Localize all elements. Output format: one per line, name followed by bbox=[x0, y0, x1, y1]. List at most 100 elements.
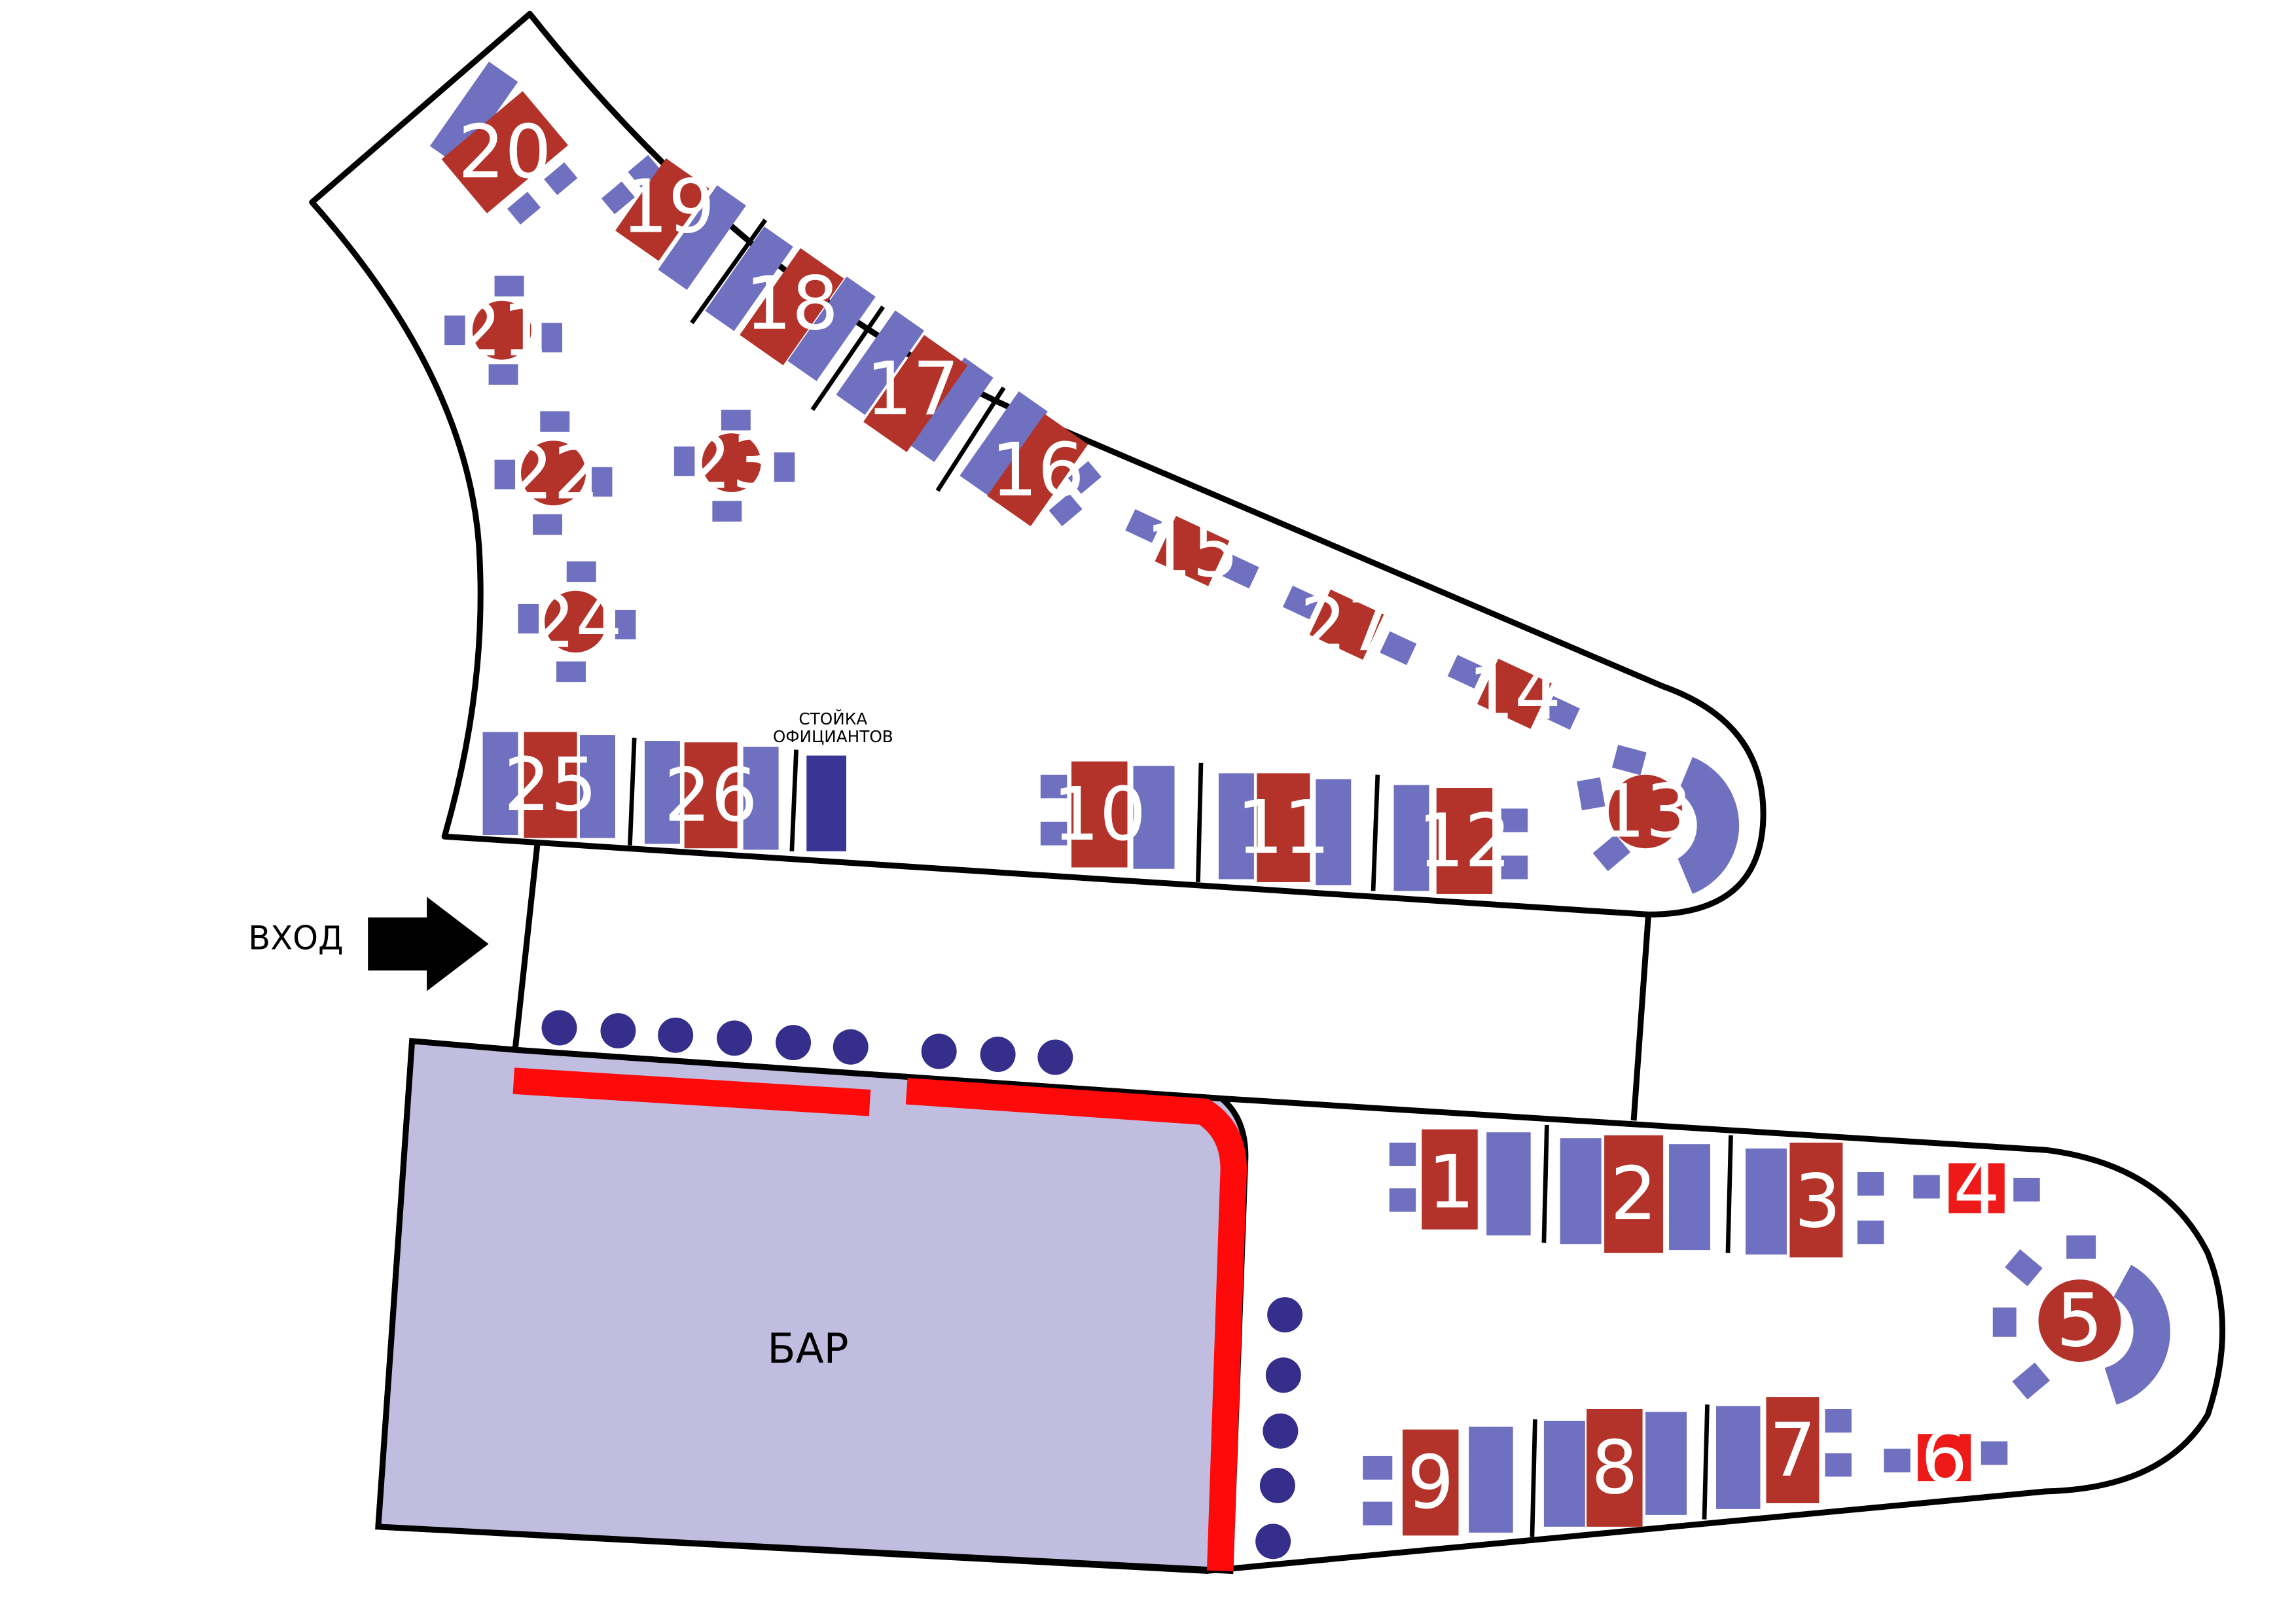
chair bbox=[1592, 834, 1631, 872]
sofa bbox=[836, 310, 924, 416]
sofa bbox=[705, 226, 793, 331]
table-9-top[interactable] bbox=[1403, 1429, 1459, 1536]
table-17-top[interactable] bbox=[863, 334, 968, 452]
bar-stool[interactable] bbox=[1265, 1357, 1301, 1393]
sofa bbox=[1645, 1412, 1687, 1515]
chairs bbox=[444, 154, 2096, 1525]
table-number: 19 bbox=[621, 164, 715, 249]
table-number: 5 bbox=[2056, 1278, 2104, 1364]
chair bbox=[1049, 493, 1083, 527]
table-26-top[interactable] bbox=[684, 742, 738, 849]
table-number: 23 bbox=[685, 420, 778, 506]
sofa bbox=[1218, 773, 1254, 880]
chair bbox=[1125, 508, 1162, 543]
sofa bbox=[1560, 1138, 1602, 1245]
table-11-top[interactable] bbox=[1257, 773, 1310, 882]
table-number: 21 bbox=[455, 287, 548, 373]
table-number: 22 bbox=[507, 430, 600, 516]
bar-stool[interactable] bbox=[1263, 1413, 1299, 1449]
partition-line bbox=[789, 749, 798, 851]
chair bbox=[1363, 1501, 1393, 1525]
entrance-label: ВХОД bbox=[248, 919, 343, 957]
table-5-top[interactable] bbox=[2038, 1279, 2121, 1363]
bar-stool[interactable] bbox=[717, 1020, 753, 1056]
table-16-top[interactable] bbox=[987, 414, 1088, 527]
waiter-station-label: ОФИЦИАНТОВ bbox=[773, 727, 893, 746]
bar-label: БАР bbox=[767, 1325, 848, 1372]
table-7-top[interactable] bbox=[1766, 1397, 1820, 1503]
table-13-top[interactable] bbox=[1608, 774, 1683, 849]
table-19-top[interactable] bbox=[615, 158, 709, 261]
chair bbox=[1913, 1175, 1940, 1199]
table-number: 8 bbox=[1591, 1425, 1638, 1510]
chair bbox=[2066, 1235, 2096, 1259]
bar-stool[interactable] bbox=[1037, 1039, 1073, 1075]
bar-stool[interactable] bbox=[1255, 1524, 1291, 1560]
table-4-top[interactable] bbox=[1948, 1163, 2005, 1213]
chair bbox=[541, 323, 563, 353]
chair bbox=[774, 452, 795, 482]
table-1-top[interactable] bbox=[1422, 1129, 1478, 1230]
bar-stool[interactable] bbox=[833, 1029, 869, 1065]
partitions bbox=[628, 219, 1733, 1537]
table-18-top[interactable] bbox=[740, 248, 844, 366]
table-12-top[interactable] bbox=[1436, 788, 1493, 894]
chair bbox=[1992, 1307, 2017, 1337]
bar-stool[interactable] bbox=[1267, 1297, 1303, 1333]
table-number: 11 bbox=[1236, 785, 1330, 870]
chair bbox=[712, 501, 742, 522]
table-number: 7 bbox=[1769, 1407, 1816, 1493]
partition-line bbox=[1530, 1419, 1537, 1537]
chair bbox=[1389, 1188, 1416, 1212]
bar-area: БАР bbox=[375, 1037, 1249, 1575]
waiter-station-label: СТОЙКА bbox=[798, 709, 867, 728]
table-23-top[interactable] bbox=[702, 433, 761, 493]
table-24-top[interactable] bbox=[545, 590, 607, 653]
table-25-top[interactable] bbox=[524, 732, 577, 838]
table-8-top[interactable] bbox=[1587, 1408, 1643, 1527]
chair bbox=[494, 276, 524, 296]
table-15-top[interactable] bbox=[1155, 516, 1230, 586]
chair bbox=[544, 162, 578, 196]
chair bbox=[507, 191, 541, 225]
table-27-top[interactable] bbox=[1309, 589, 1384, 660]
table-6-top[interactable] bbox=[1918, 1434, 1971, 1482]
table-22-top[interactable] bbox=[521, 440, 586, 506]
chair bbox=[2005, 1249, 2043, 1287]
bar-stool[interactable] bbox=[541, 1010, 577, 1046]
chair bbox=[1857, 1171, 1884, 1196]
table-21-top[interactable] bbox=[472, 300, 531, 360]
bar-counter-edge bbox=[512, 1067, 1247, 1572]
round-sofa bbox=[1677, 757, 1740, 894]
bar-stool[interactable] bbox=[1259, 1467, 1295, 1503]
table-number: 6 bbox=[1921, 1415, 1968, 1501]
chair bbox=[488, 364, 518, 385]
table-2-top[interactable] bbox=[1604, 1135, 1664, 1253]
bar-stool[interactable] bbox=[776, 1025, 812, 1061]
bar-stool[interactable] bbox=[658, 1017, 694, 1053]
table-10-top[interactable] bbox=[1071, 761, 1128, 868]
chair bbox=[494, 459, 516, 490]
bar-stool[interactable] bbox=[921, 1033, 957, 1069]
partition-line bbox=[1196, 762, 1204, 883]
table-number: 12 bbox=[1418, 798, 1511, 883]
chair bbox=[1501, 855, 1528, 880]
bar-stool[interactable] bbox=[980, 1037, 1016, 1073]
table-number: 3 bbox=[1794, 1158, 1841, 1244]
sofa bbox=[658, 185, 746, 290]
partition-line bbox=[1702, 1404, 1710, 1520]
chair bbox=[673, 446, 695, 476]
table-14-top[interactable] bbox=[1477, 658, 1552, 729]
table-3-top[interactable] bbox=[1789, 1142, 1843, 1258]
sofa bbox=[1669, 1144, 1711, 1251]
chair bbox=[601, 181, 636, 215]
bar-stool[interactable] bbox=[600, 1013, 636, 1049]
sofa bbox=[1716, 1406, 1761, 1509]
chair bbox=[533, 514, 563, 535]
table-number: 25 bbox=[503, 742, 597, 828]
waiter-station-counter bbox=[806, 755, 847, 851]
table-20-top[interactable] bbox=[441, 91, 569, 213]
table-number: 26 bbox=[664, 753, 758, 838]
chair bbox=[1067, 461, 1102, 494]
